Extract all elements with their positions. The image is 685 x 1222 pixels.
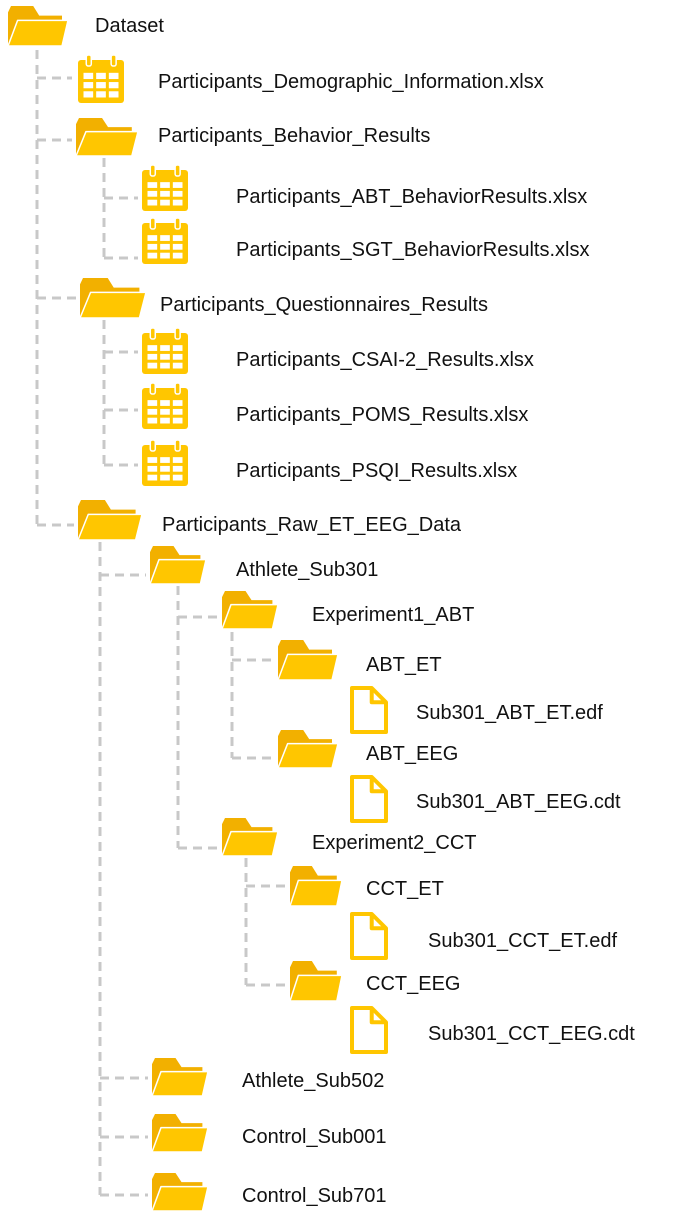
spreadsheet-icon bbox=[142, 327, 188, 374]
folder-icon bbox=[75, 118, 139, 157]
file-icon bbox=[350, 775, 388, 823]
tree-label: Athlete_Sub502 bbox=[242, 1070, 384, 1092]
tree-label: Participants_POMS_Results.xlsx bbox=[236, 404, 528, 426]
tree-label: Sub301_CCT_ET.edf bbox=[428, 930, 617, 952]
tree-label: Participants_Raw_ET_EEG_Data bbox=[162, 514, 462, 536]
tree-label: Participants_ABT_BehaviorResults.xlsx bbox=[236, 186, 587, 208]
tree-label: CCT_EEG bbox=[366, 973, 460, 995]
tree-label: Sub301_CCT_EEG.cdt bbox=[428, 1023, 635, 1045]
folder-icon bbox=[151, 1058, 209, 1097]
tree-icons bbox=[7, 6, 388, 1212]
tree-label: Athlete_Sub301 bbox=[236, 559, 378, 581]
tree-label: CCT_ET bbox=[366, 878, 444, 900]
tree-node-dataset[interactable]: Dataset bbox=[95, 15, 164, 37]
folder-icon bbox=[221, 818, 279, 857]
tree-label-dataset: Dataset bbox=[95, 15, 164, 37]
tree-label: Participants_PSQI_Results.xlsx bbox=[236, 460, 517, 482]
spreadsheet-icon bbox=[142, 164, 188, 211]
tree-label: Participants_CSAI-2_Results.xlsx bbox=[236, 349, 534, 371]
folder-icon bbox=[277, 640, 339, 681]
file-icon bbox=[350, 1006, 388, 1054]
folder-icon bbox=[277, 730, 339, 769]
spreadsheet-icon bbox=[142, 439, 188, 486]
tree-label: Participants_Demographic_Information.xls… bbox=[158, 71, 544, 93]
tree-label: Sub301_ABT_EEG.cdt bbox=[416, 791, 621, 813]
file-icon bbox=[350, 686, 388, 734]
folder-icon bbox=[289, 961, 343, 1002]
folder-icon bbox=[221, 591, 279, 630]
spreadsheet-icon bbox=[78, 54, 124, 103]
tree-label: Sub301_ABT_ET.edf bbox=[416, 702, 603, 724]
tree-label: ABT_EEG bbox=[366, 743, 458, 765]
tree-label: ABT_ET bbox=[366, 654, 442, 676]
tree-label: Participants_Behavior_Results bbox=[158, 125, 430, 147]
tree-label: Experiment2_CCT bbox=[312, 832, 477, 854]
folder-icon bbox=[149, 546, 207, 585]
tree-label: Control_Sub001 bbox=[242, 1126, 387, 1148]
tree-label: Participants_Questionnaires_Results bbox=[160, 294, 488, 316]
tree-connectors bbox=[35, 50, 286, 1197]
file-icon bbox=[350, 912, 388, 960]
folder-icon bbox=[289, 866, 343, 907]
folder-icon bbox=[77, 500, 143, 541]
folder-icon bbox=[151, 1114, 209, 1153]
spreadsheet-icon bbox=[142, 217, 188, 264]
root-folder-icon bbox=[7, 6, 69, 47]
folder-icon bbox=[79, 278, 147, 319]
tree-label: Experiment1_ABT bbox=[312, 604, 474, 626]
spreadsheet-icon bbox=[142, 382, 188, 429]
tree-label: Participants_SGT_BehaviorResults.xlsx bbox=[236, 239, 589, 261]
tree-label: Control_Sub701 bbox=[242, 1185, 387, 1207]
folder-icon bbox=[151, 1173, 209, 1212]
